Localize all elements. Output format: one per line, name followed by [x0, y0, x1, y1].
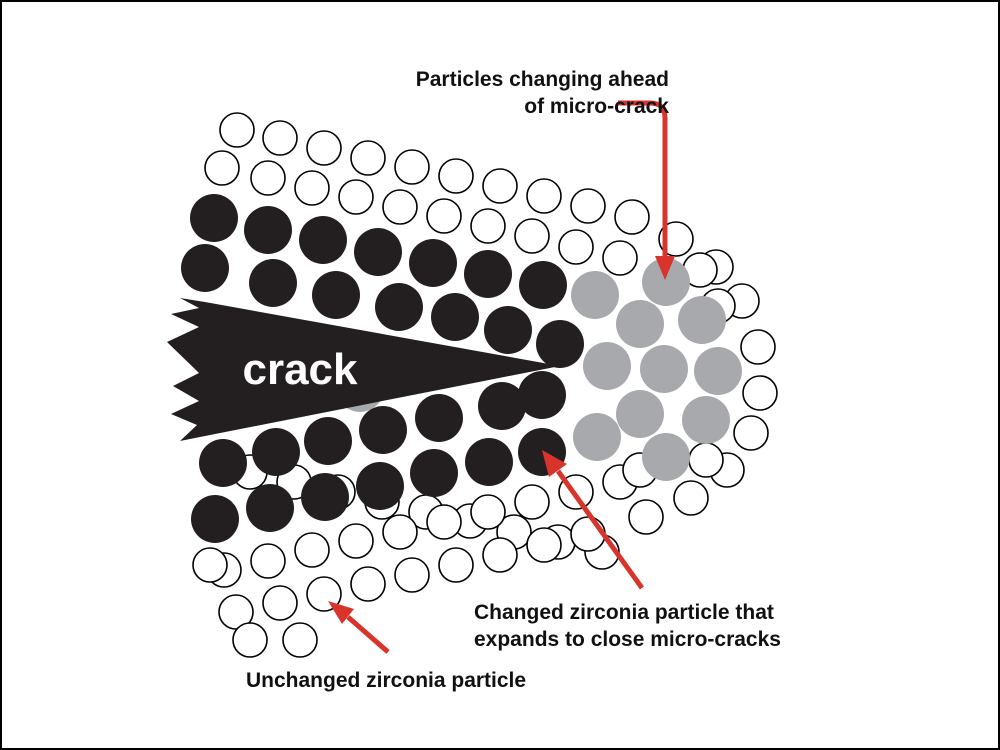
changed-zirconia-particle	[299, 216, 347, 264]
changed-zirconia-particle	[478, 382, 526, 430]
unchanged-zirconia-particle	[514, 484, 550, 520]
changed-zirconia-particle	[312, 271, 360, 319]
changed-zirconia-particle	[190, 194, 238, 242]
unchanged-zirconia-particle	[570, 516, 606, 552]
unchanged-zirconia-particle	[438, 158, 474, 194]
unchanged-zirconia-particle	[688, 442, 724, 478]
unchanged-zirconia-particle	[740, 329, 776, 365]
unchanged-zirconia-particle	[218, 594, 254, 630]
unchanged-zirconia-particle	[282, 622, 318, 658]
arrow-changed-particle	[555, 469, 645, 590]
changing-zirconia-particle	[642, 433, 690, 481]
unchanged-zirconia-particle	[219, 112, 255, 148]
changing-zirconia-particle	[640, 345, 688, 393]
unchanged-zirconia-particle	[628, 499, 664, 535]
unchanged-zirconia-particle	[394, 557, 430, 593]
crack-label: crack	[242, 345, 358, 394]
unchanged-zirconia-particle	[526, 178, 562, 214]
changed-zirconia-particle	[518, 371, 566, 419]
particle-field	[181, 112, 778, 658]
changed-zirconia-particle	[519, 261, 567, 309]
changed-zirconia-particle	[484, 306, 532, 354]
changing-zirconia-particle	[616, 390, 664, 438]
unchanged-zirconia-particle	[338, 523, 374, 559]
changed-zirconia-particle	[249, 259, 297, 307]
changing-zirconia-particle	[616, 300, 664, 348]
unchanged-zirconia-particle	[350, 140, 386, 176]
changed-zirconia-particle	[354, 228, 402, 276]
unchanged-zirconia-particle	[262, 120, 298, 156]
unchanged-zirconia-particle	[232, 622, 268, 658]
changed-zirconia-particle	[301, 473, 349, 521]
unchanged-zirconia-particle	[294, 532, 330, 568]
changing-zirconia-particle	[694, 347, 742, 395]
changed-zirconia-particle	[431, 293, 479, 341]
crack-wedge	[167, 298, 560, 441]
unchanged-zirconia-particle	[192, 547, 228, 583]
changed-zirconia-particle	[356, 462, 404, 510]
changing-zirconia-particle	[678, 296, 726, 344]
label-particles-ahead: Particles changing ahead of micro-crack	[415, 68, 669, 118]
unchanged-zirconia-particle	[526, 527, 562, 563]
changed-zirconia-particle	[191, 495, 239, 543]
unchanged-zirconia-particle	[482, 537, 518, 573]
unchanged-zirconia-particle	[306, 130, 342, 166]
unchanged-zirconia-particle	[470, 208, 506, 244]
unchanged-zirconia-particle	[602, 240, 638, 276]
unchanged-zirconia-particle	[294, 170, 330, 206]
changed-zirconia-particle	[304, 417, 352, 465]
label-unchanged-particle: Unchanged zirconia particle	[246, 669, 527, 692]
unchanged-zirconia-particle	[742, 375, 778, 411]
unchanged-zirconia-particle	[338, 179, 374, 215]
label-changed-particle: Changed zirconia particle that expands t…	[474, 601, 781, 651]
changed-zirconia-particle	[244, 206, 292, 254]
changing-zirconia-particle	[642, 258, 690, 306]
unchanged-zirconia-particle	[438, 547, 474, 583]
changed-zirconia-particle	[464, 250, 512, 298]
changed-zirconia-particle	[246, 484, 294, 532]
changed-zirconia-particle	[199, 439, 247, 487]
arrow-changed-particle-head	[542, 450, 567, 477]
unchanged-zirconia-particle	[482, 168, 518, 204]
arrow-unchanged-particle-head	[328, 601, 354, 624]
changing-zirconia-particle	[583, 342, 631, 390]
changed-zirconia-particle	[359, 406, 407, 454]
unchanged-zirconia-particle	[470, 494, 506, 530]
unchanged-zirconia-particle	[426, 504, 462, 540]
unchanged-zirconia-particle	[204, 150, 240, 186]
unchanged-zirconia-particle	[262, 585, 298, 621]
unchanged-zirconia-particle	[673, 480, 709, 516]
arrow-particles-ahead	[618, 100, 668, 258]
arrow-unchanged-particle	[346, 615, 390, 654]
unchanged-zirconia-particle	[514, 218, 550, 254]
unchanged-zirconia-particle	[733, 415, 769, 451]
unchanged-zirconia-particle	[614, 199, 650, 235]
changed-zirconia-particle	[181, 244, 229, 292]
changed-zirconia-particle	[536, 320, 584, 368]
unchanged-zirconia-particle	[382, 189, 418, 225]
changing-zirconia-particle	[682, 396, 730, 444]
unchanged-zirconia-particle	[558, 229, 594, 265]
changing-zirconia-particle	[573, 413, 621, 461]
arrow-particles-ahead-head	[655, 256, 675, 280]
unchanged-zirconia-particle	[426, 198, 462, 234]
changed-zirconia-particle	[410, 449, 458, 497]
unchanged-zirconia-particle	[570, 188, 606, 224]
unchanged-zirconia-particle	[394, 149, 430, 185]
changing-zirconia-particle	[571, 271, 619, 319]
changed-zirconia-particle	[415, 394, 463, 442]
changed-zirconia-particle	[409, 239, 457, 287]
annotation-arrows	[328, 100, 675, 654]
unchanged-zirconia-particle	[350, 566, 386, 602]
unchanged-zirconia-particle	[382, 514, 418, 550]
changed-zirconia-particle	[465, 438, 513, 486]
unchanged-zirconia-particle	[250, 543, 286, 579]
changed-zirconia-particle	[375, 283, 423, 331]
changed-zirconia-particle	[252, 428, 300, 476]
unchanged-zirconia-particle	[250, 160, 286, 196]
